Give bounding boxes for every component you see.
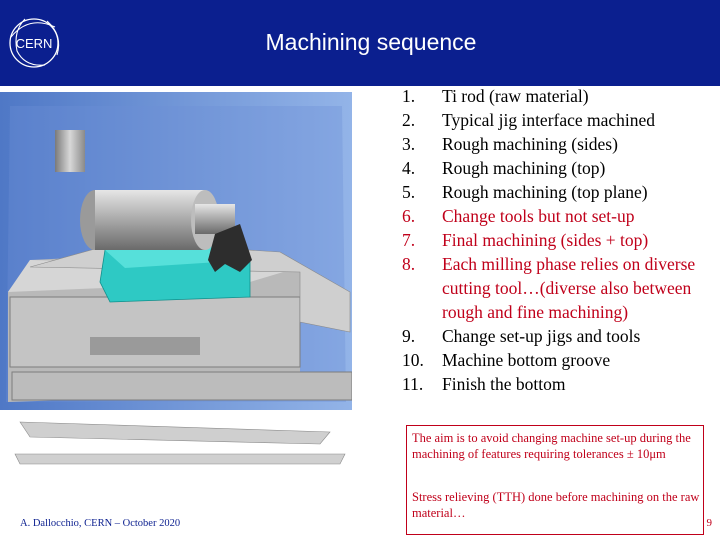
- note-paragraph-stress-relieving: Stress relieving (TTH) done before machi…: [412, 490, 700, 520]
- title-bar: CERN Machining sequence: [0, 0, 720, 86]
- list-item: 9. Change set-up jigs and tools: [402, 324, 720, 348]
- step-number: 8.: [402, 254, 416, 274]
- step-number: 9.: [402, 326, 416, 346]
- step-text: Rough machining (sides): [442, 134, 618, 154]
- footer-credit: A. Dallocchio, CERN – October 2020: [20, 518, 181, 529]
- step-number: 6.: [402, 206, 416, 226]
- step-text: Ti rod (raw material): [442, 86, 589, 106]
- page-title: Machining sequence: [265, 29, 477, 55]
- list-item: 3. Rough machining (sides): [402, 132, 720, 156]
- page-number: 9: [706, 517, 713, 529]
- list-item: 7. Final machining (sides + top): [402, 228, 720, 252]
- step-text: Finish the bottom: [442, 374, 566, 394]
- note-paragraph-setup: The aim is to avoid changing machine set…: [412, 431, 691, 461]
- list-item: 10. Machine bottom groove: [402, 348, 720, 372]
- list-item: 8. Each milling phase relies on diverse c…: [402, 252, 720, 324]
- step-text: Typical jig interface machined: [442, 110, 656, 130]
- step-number: 5.: [402, 182, 416, 202]
- step-number: 11.: [402, 374, 424, 394]
- step-number: 2.: [402, 110, 416, 130]
- step-text: Rough machining (top plane): [442, 182, 648, 202]
- step-number: 4.: [402, 158, 416, 178]
- list-item: 5. Rough machining (top plane): [402, 180, 720, 204]
- step-text: Rough machining (top): [442, 158, 606, 178]
- list-item: 1. Ti rod (raw material): [402, 84, 720, 108]
- step-number: 3.: [402, 134, 416, 154]
- cern-logo-text: CERN: [16, 36, 53, 51]
- step-text: Machine bottom groove: [442, 350, 611, 370]
- step-number: 1.: [402, 86, 416, 106]
- list-item: 2. Typical jig interface machined: [402, 108, 720, 132]
- step-text: Change tools but not set-up: [442, 206, 635, 226]
- machining-steps-list: 1. Ti rod (raw material) 2. Typical jig in…: [402, 84, 720, 396]
- cern-logo: CERN: [9, 18, 60, 68]
- list-item: 6. Change tools but not set-up: [402, 204, 720, 228]
- machining-jig-image: [0, 92, 352, 465]
- step-number: 10.: [402, 350, 424, 370]
- step-number: 7.: [402, 230, 416, 250]
- step-text: Change set-up jigs and tools: [442, 326, 641, 346]
- list-item: 4. Rough machining (top): [402, 156, 720, 180]
- note-box: The aim is to avoid changing machine set…: [406, 425, 704, 535]
- list-item: 11. Finish the bottom: [402, 372, 720, 396]
- step-text: Final machining (sides + top): [442, 230, 649, 250]
- step-text: Each milling phase relies on diverse cut…: [442, 254, 696, 322]
